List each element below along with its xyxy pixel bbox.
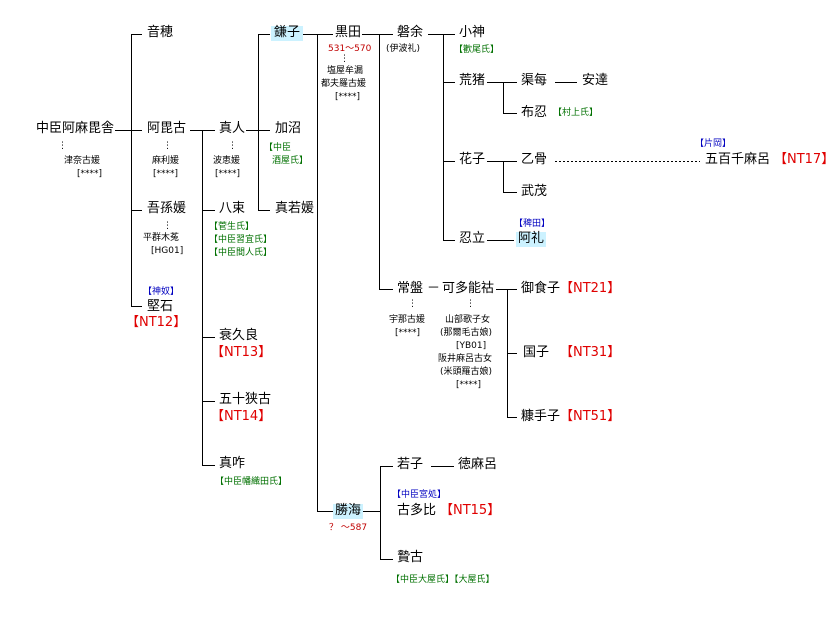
spouse-shioyamuyo: 塩屋牟漏 xyxy=(327,66,364,76)
person-hatsuka: 八束 xyxy=(219,201,246,216)
ref-nt13: 【NT13】 xyxy=(211,345,272,360)
person-mikeko: 御食子 xyxy=(521,281,561,296)
person-iomaro: 五百千麻呂 xyxy=(705,152,771,167)
spouse-kurukai-1: 阪井麻呂古女 xyxy=(438,354,493,364)
clan-kanuma-2: 酒屋氏】 xyxy=(272,156,309,166)
person-kamako: 鎌子 xyxy=(271,25,304,41)
person-kuniko: 国子 xyxy=(523,345,550,360)
spouse-unknown-mark: [****] xyxy=(395,328,421,338)
spouse-unknown-mark: [****] xyxy=(456,380,482,390)
person-mawakahime: 真若媛 xyxy=(275,201,315,216)
person-makura: 真咋 xyxy=(219,456,246,471)
person-tokiwa: 常盤 xyxy=(397,281,424,296)
person-kanuma: 加沼 xyxy=(275,121,302,136)
marriage-dots: ⋮ xyxy=(340,54,349,64)
tag-are: 【稗田】 xyxy=(514,219,551,229)
spouse-yamabe-1: 山部歌子女 xyxy=(445,315,491,325)
person-katsumi: 勝海 xyxy=(333,503,364,519)
person-iware: 磐余 xyxy=(397,25,424,40)
marriage-dots: ⋮ xyxy=(466,299,475,309)
spouse-kurukai-2: (米頭羅古娘) xyxy=(440,367,493,377)
spouse-tsubuhime: 都夫羅古媛 xyxy=(321,79,367,89)
person-kuroda: 黒田 xyxy=(335,25,362,40)
person-isakoko: 五十狭古 xyxy=(219,392,272,407)
tokiwa-connector: － xyxy=(427,281,441,296)
person-takemo: 武茂 xyxy=(521,184,548,199)
clan-hatsuka-3: 【中臣間人氏】 xyxy=(209,248,273,258)
spouse-namikehime: 波恵媛 xyxy=(213,156,241,166)
ref-nt31: 【NT31】 xyxy=(560,345,621,360)
spouse-unknown-mark: [****] xyxy=(335,92,361,102)
person-kotanoshi: 可多能祜 xyxy=(442,281,495,296)
marriage-dots: ⋮ xyxy=(58,141,67,151)
ref-nt17: 【NT17】 xyxy=(774,152,832,167)
spouse-hinunokui: 平群木菟 xyxy=(143,233,180,243)
spouse-yamabe-2: (那爾毛古娘) xyxy=(440,328,493,338)
clan-tomoko: 【中臣大屋氏】【大屋氏】 xyxy=(391,575,495,585)
spouse-unknown-mark: [****] xyxy=(77,169,103,179)
person-wakako: 若子 xyxy=(397,457,424,472)
person-agomahime: 吾孫媛 xyxy=(147,201,187,216)
person-nushi: 布忍 xyxy=(521,105,548,120)
dates-katsumi: ？ ～587 xyxy=(329,523,368,533)
person-yasutatsu: 安達 xyxy=(582,73,609,88)
clan-hatsuka-1: 【菅生氏】 xyxy=(209,222,255,232)
tag-kataishi: 【神奴】 xyxy=(143,287,180,297)
person-kamae: 渠每 xyxy=(521,73,548,88)
ref-nt12: 【NT12】 xyxy=(126,315,187,330)
spouse-unknown-mark: [****] xyxy=(153,169,179,179)
ref-nt51: 【NT51】 xyxy=(560,409,621,424)
spouse-unakohime: 宇那古媛 xyxy=(389,315,426,325)
tag-kotahi: 【中臣宮処】 xyxy=(392,490,447,500)
marriage-dots: ⋮ xyxy=(228,141,237,151)
ref-nt15: 【NT15】 xyxy=(440,503,501,518)
person-kataishi: 堅石 xyxy=(147,299,174,314)
person-oshiki: 小神 xyxy=(459,25,486,40)
spouse-tsunahime: 津奈古媛 xyxy=(64,156,101,166)
spouse-unknown-mark: [****] xyxy=(215,169,241,179)
person-tokumaro: 徳麻呂 xyxy=(458,457,498,472)
person-nukateko: 糠手子 xyxy=(521,409,561,424)
clan-hatsuka-2: 【中臣習宜氏】 xyxy=(209,235,273,245)
clan-oshiki: 【歡尾氏】 xyxy=(454,45,500,55)
marriage-dots: ⋮ xyxy=(408,299,417,309)
person-kotahi: 古多比 xyxy=(397,503,437,518)
dates-kuroda: 531～570 xyxy=(328,44,372,54)
person-tomoko: 贄古 xyxy=(397,550,424,565)
person-nakatomi-abemarosha: 中臣阿麻毘舎 xyxy=(36,121,115,136)
hg01-mark: [HG01] xyxy=(151,246,184,256)
ref-nt21: 【NT21】 xyxy=(560,281,621,296)
yb01-mark: [YB01] xyxy=(456,341,487,351)
person-otokotsu: 乙骨 xyxy=(521,152,548,167)
clan-kanuma-1: 【中臣 xyxy=(264,143,292,153)
person-mahito: 真人 xyxy=(219,121,246,136)
tag-iomaro: 【片岡】 xyxy=(695,139,732,149)
iware-alias: (伊波礼) xyxy=(386,44,421,54)
marriage-dots: ⋮ xyxy=(163,221,172,231)
clan-makura: 【中臣幡織田氏】 xyxy=(215,477,288,487)
person-aragari: 荒猪 xyxy=(459,73,486,88)
ref-nt14: 【NT14】 xyxy=(211,409,272,424)
person-abiko: 阿毘古 xyxy=(147,121,187,136)
person-otoho: 音穂 xyxy=(147,25,174,40)
person-are: 阿礼 xyxy=(516,231,547,247)
person-ekura: 衰久良 xyxy=(219,328,259,343)
person-oshitatsu: 忍立 xyxy=(459,231,486,246)
clan-nushi: 【村上氏】 xyxy=(553,108,599,118)
spouse-mariahime: 麻利媛 xyxy=(152,156,180,166)
person-kako: 花子 xyxy=(459,152,486,167)
marriage-dots: ⋮ xyxy=(163,141,172,151)
